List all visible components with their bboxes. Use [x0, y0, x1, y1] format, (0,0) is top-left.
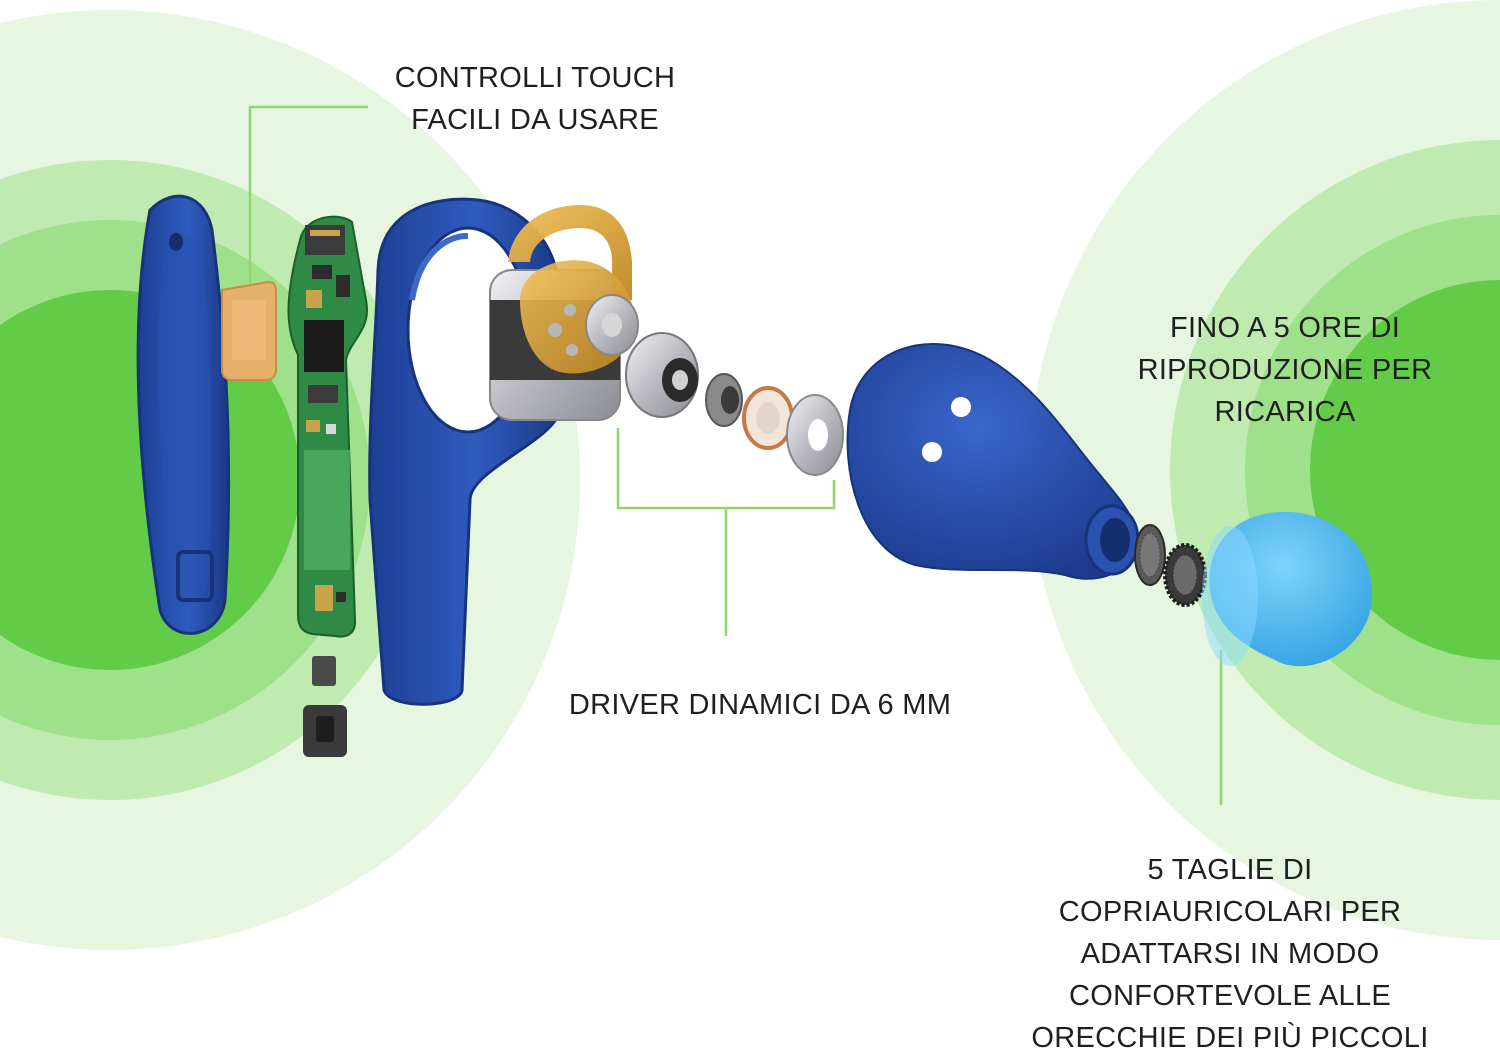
leader-lines [248, 105, 1223, 805]
callout-tips-line-2: COPRIAURICOLARI PER [1058, 896, 1402, 928]
callout-battery-line-2: RIPRODUZIONE PER [1137, 354, 1433, 386]
callout-touch-line-2: FACILI DA USARE [411, 104, 659, 136]
microphone-component-icon [303, 656, 347, 757]
callout-tips-line-3: ADATTARSI IN MODO [1080, 938, 1380, 970]
callout-ear-tips: 5 TAGLIE DI COPRIAURICOLARI PER ADATTARS… [990, 849, 1470, 1059]
callout-battery-line-1: FINO A 5 ORE DI [1169, 312, 1401, 344]
callout-tips-line-1: 5 TAGLIE DI [1147, 854, 1313, 886]
callout-battery-life: FINO A 5 ORE DI RIPRODUZIONE PER RICARIC… [1100, 307, 1470, 433]
background-rings-left [0, 10, 580, 950]
back-cover [136, 194, 231, 635]
callout-tips-line-5: ORECCHIE DEI PIÙ PICCOLI [1031, 1022, 1429, 1054]
callout-driver-line-1: DRIVER DINAMICI DA 6 MM [568, 689, 952, 721]
callout-touch-controls: CONTROLLI TOUCH FACILI DA USARE [360, 57, 710, 141]
callout-dynamic-drivers: DRIVER DINAMICI DA 6 MM [520, 684, 1000, 726]
pcb-board-icon [287, 215, 369, 638]
leader-line-touch [248, 105, 368, 330]
driver-diaphragm-icon [625, 332, 844, 476]
battery-module [489, 205, 639, 421]
callout-tips-line-4: CONFORTEVOLE ALLE [1068, 980, 1392, 1012]
touch-pad-icon [221, 280, 277, 381]
callout-battery-line-3: RICARICA [1214, 396, 1356, 428]
background-rings-right [1030, 0, 1500, 940]
ear-tip-icon [1202, 511, 1373, 667]
mesh-filters [1134, 524, 1207, 607]
callout-touch-line-1: CONTROLLI TOUCH [394, 62, 676, 94]
